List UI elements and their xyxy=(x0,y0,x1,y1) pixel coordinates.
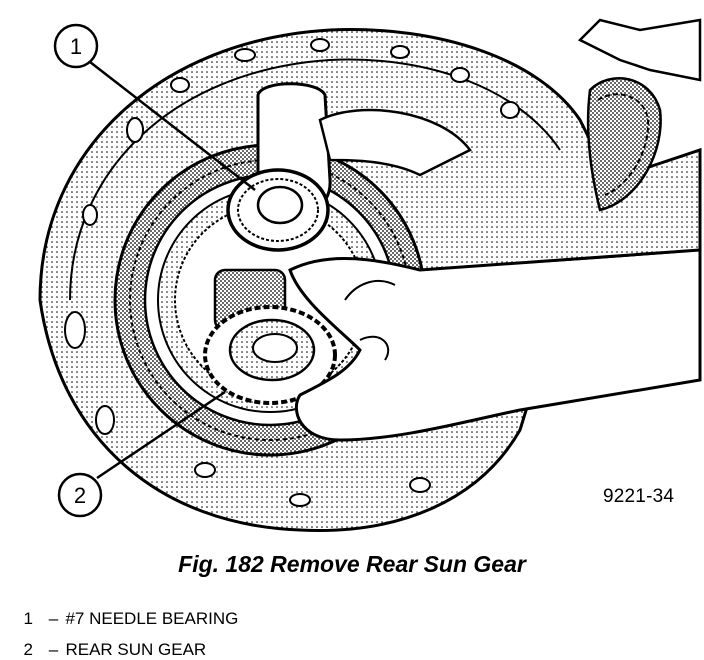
callout-1: 1 xyxy=(53,23,99,69)
legend-number: 2 xyxy=(23,640,33,659)
legend-text: REAR SUN GEAR xyxy=(65,640,207,659)
legend-text: #7 NEEDLE BEARING xyxy=(65,609,239,628)
callout-2: 2 xyxy=(57,472,103,518)
legend-number: 1 xyxy=(23,609,33,628)
legend-dash: – xyxy=(48,609,59,628)
side-bracket xyxy=(577,18,702,212)
transmission-illustration: 1 2 xyxy=(38,18,702,532)
rear-sun-gear xyxy=(203,268,337,405)
callout-2-label: 2 xyxy=(74,483,86,508)
legend-item-2: 2–REAR SUN GEAR xyxy=(14,620,206,660)
legend-dash: – xyxy=(48,640,59,659)
leader-line-1 xyxy=(89,61,256,191)
figure-caption: Fig. 182 Remove Rear Sun Gear xyxy=(178,551,526,577)
figure-code: 9221-34 xyxy=(603,486,675,507)
callout-1-label: 1 xyxy=(70,34,82,59)
leader-line-2 xyxy=(96,390,226,480)
legend-item-1: 1–#7 NEEDLE BEARING xyxy=(14,589,238,629)
flange-bolt-holes xyxy=(64,38,520,507)
lower-hand xyxy=(288,248,702,442)
